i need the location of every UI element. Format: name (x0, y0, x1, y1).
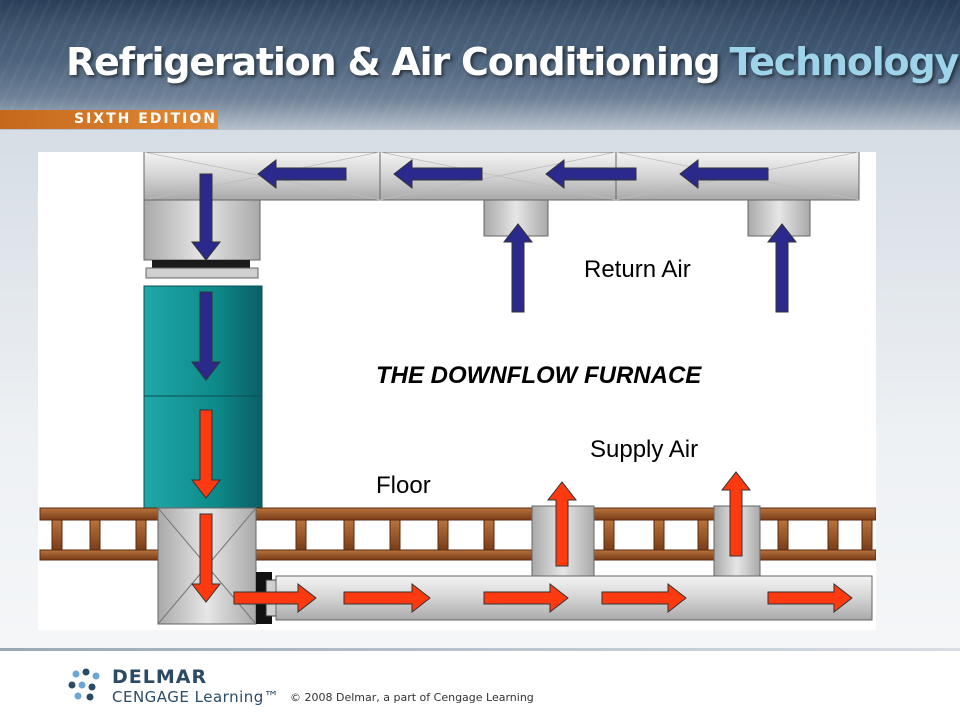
return-arrow (502, 223, 534, 313)
supply-arrow (767, 582, 853, 614)
return-arrow (190, 173, 222, 261)
diagram-drawing (39, 152, 876, 625)
return-air-arrows (190, 158, 798, 381)
floor-stud (777, 519, 789, 551)
supply-air-label: Supply Air (590, 436, 699, 463)
diagram-title: THE DOWNFLOW FURNACE (376, 362, 702, 389)
floor-stud (135, 519, 147, 551)
return-arrow (766, 223, 798, 313)
return-arrow (545, 158, 637, 190)
brand-subtitle-text: CENGAGE Learning (112, 688, 264, 706)
floor-stud (89, 519, 101, 551)
downflow-furnace-diagram: Return Air THE DOWNFLOW FURNACE Floor Su… (38, 152, 876, 630)
trademark-symbol: ™ (263, 688, 280, 706)
return-arrow (393, 158, 483, 190)
supply-arrow (190, 513, 222, 603)
supply-arrow (483, 582, 569, 614)
floor-stud (295, 519, 307, 551)
return-air-label: Return Air (584, 256, 691, 283)
copyright-notice: © 2008 Delmar, a part of Cengage Learnin… (290, 691, 534, 704)
floor-stud (697, 519, 709, 551)
supply-arrow (233, 582, 317, 614)
floor-label: Floor (376, 472, 431, 499)
brand-name: DELMAR (112, 666, 208, 688)
floor-stud (343, 519, 355, 551)
floor-stud (483, 519, 495, 551)
floor-stud (603, 519, 615, 551)
floor-stud (827, 519, 839, 551)
floor-stud (389, 519, 401, 551)
floor-studs (51, 519, 873, 551)
supply-arrow (343, 582, 431, 614)
floor-stud (653, 519, 665, 551)
return-arrow (190, 291, 222, 381)
delmar-dots-logo-icon (68, 668, 100, 701)
edition-bar: SIXTH EDITION (0, 110, 218, 129)
footer-divider (0, 648, 960, 651)
book-title-main: Refrigeration & Air Conditioning (66, 40, 721, 84)
edition-label: SIXTH EDITION (74, 111, 217, 127)
supply-arrow (546, 481, 578, 567)
return-arrow (679, 158, 769, 190)
return-arrow (257, 158, 347, 190)
supply-air-arrows (190, 409, 853, 614)
supply-arrow (601, 582, 687, 614)
supply-arrow (720, 471, 752, 557)
supply-arrow (190, 409, 222, 499)
brand-subtitle: CENGAGE Learning™ (112, 688, 279, 706)
floor-stud (437, 519, 449, 551)
book-title-accent: Technology (729, 40, 960, 84)
floor-stud (861, 519, 873, 551)
floor-stud (51, 519, 63, 551)
